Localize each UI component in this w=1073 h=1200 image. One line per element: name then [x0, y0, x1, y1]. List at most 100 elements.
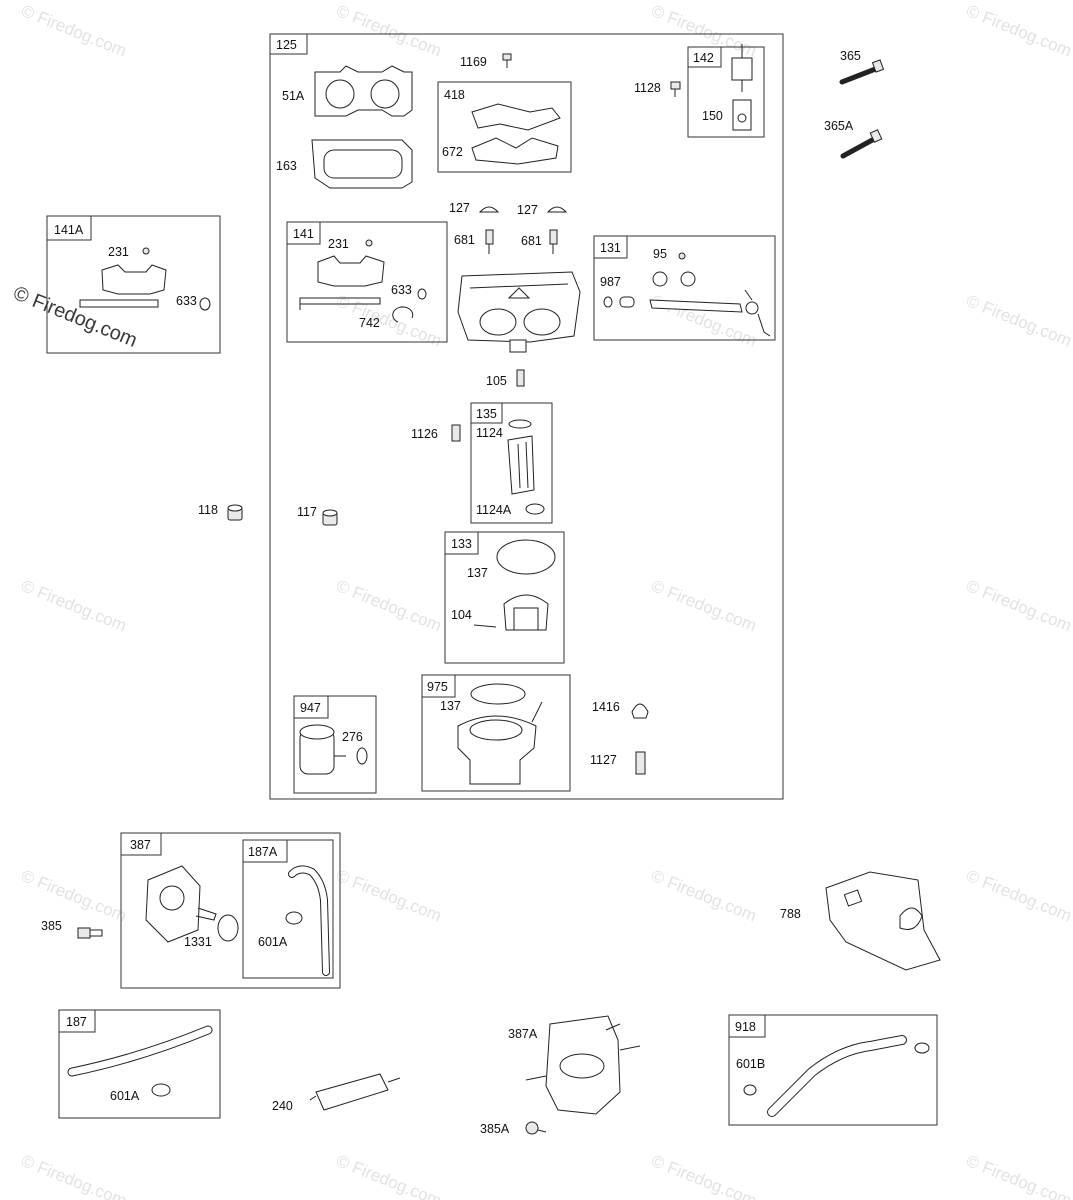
part-975-bowl[interactable] — [457, 701, 543, 785]
group-tag-187 — [58, 1009, 96, 1033]
part-1124-float[interactable] — [507, 419, 535, 495]
part-365A-bolt[interactable] — [840, 129, 883, 159]
part-276-washer[interactable] — [356, 747, 368, 765]
group-tag-135 — [470, 402, 503, 424]
part-label-163: 163 — [276, 159, 297, 173]
part-742-clip[interactable] — [392, 306, 414, 323]
part-681-jet-b[interactable] — [549, 229, 558, 254]
part-918-hose[interactable] — [767, 1035, 907, 1117]
part-104-pin[interactable] — [473, 624, 497, 628]
part-label-601A-a: 601A — [258, 935, 288, 949]
part-label-672: 672 — [442, 145, 463, 159]
group-label-141: 141 — [293, 227, 314, 241]
part-387A-fuel-pump[interactable] — [525, 1015, 641, 1115]
part-118-nut[interactable] — [227, 504, 243, 521]
part-1126-screw[interactable] — [451, 424, 461, 442]
group-tag-125 — [269, 33, 308, 55]
group-box-141 — [286, 221, 448, 343]
part-carburetor-body[interactable] — [457, 271, 581, 353]
part-1169-screw[interactable] — [502, 53, 512, 68]
group-label-141A: 141A — [54, 223, 84, 237]
part-label-51A: 51A — [282, 89, 305, 103]
part-231-screw-b[interactable] — [365, 239, 373, 247]
part-141A-linkage[interactable] — [79, 264, 167, 308]
group-box-947 — [293, 695, 377, 794]
part-1127-screw[interactable] — [635, 751, 646, 775]
watermark: © Firedog.com — [649, 576, 760, 635]
part-51A-gasket[interactable] — [314, 65, 413, 117]
part-601B-clamp[interactable] — [743, 1084, 757, 1096]
watermark: © Firedog.com — [334, 866, 445, 925]
watermark: © Firedog.com — [19, 1151, 130, 1200]
group-label-133: 133 — [451, 537, 472, 551]
part-418-plate[interactable] — [471, 103, 561, 131]
part-1128-screw[interactable] — [670, 81, 681, 97]
part-label-127-b: 127 — [517, 203, 538, 217]
part-918-clamp[interactable] — [914, 1042, 930, 1054]
part-label-633-b: 633 — [391, 283, 412, 297]
watermark: © Firedog.com — [334, 1, 445, 60]
part-label-231-a: 231 — [108, 245, 129, 259]
part-label-365A: 365A — [824, 119, 854, 133]
part-947-solenoid[interactable] — [299, 724, 346, 775]
part-label-95: 95 — [653, 247, 667, 261]
part-127-plug-b[interactable] — [546, 206, 568, 213]
part-141-linkage[interactable] — [299, 255, 385, 310]
part-131-diaphragms[interactable] — [652, 271, 696, 287]
part-1124A-washer[interactable] — [525, 503, 545, 515]
group-box-975 — [421, 674, 571, 792]
part-387-fuel-pump[interactable] — [145, 865, 217, 943]
part-633-spring-b[interactable] — [417, 288, 427, 300]
group-box-187A — [242, 839, 334, 979]
watermark: © Firedog.com — [649, 866, 760, 925]
part-label-788: 788 — [780, 907, 801, 921]
group-label-142: 142 — [693, 51, 714, 65]
watermark: © Firedog.com — [649, 1151, 760, 1200]
part-231-screw-a[interactable] — [142, 247, 150, 255]
part-133-float-bowl[interactable] — [503, 594, 549, 631]
group-tag-975 — [421, 674, 456, 698]
part-label-681-a: 681 — [454, 233, 475, 247]
part-137-ring-b[interactable] — [470, 683, 526, 705]
part-240-fuel-filter[interactable] — [309, 1073, 401, 1111]
part-681-jet-a[interactable] — [485, 229, 494, 254]
group-label-918: 918 — [735, 1020, 756, 1034]
part-601A-clamp-b[interactable] — [151, 1083, 171, 1097]
group-label-947: 947 — [300, 701, 321, 715]
part-385-fitting[interactable] — [77, 927, 103, 939]
part-142-bracket[interactable] — [731, 44, 753, 92]
group-box-918 — [728, 1014, 938, 1126]
part-987-fitting[interactable] — [603, 296, 635, 308]
part-label-1126: 1126 — [411, 427, 438, 441]
group-label-135: 135 — [476, 407, 497, 421]
watermark: © Firedog.com — [19, 1, 130, 60]
part-label-385: 385 — [41, 919, 62, 933]
group-tag-187A — [242, 839, 288, 863]
watermark: © Firedog.com — [964, 866, 1073, 925]
part-163-gasket[interactable] — [311, 139, 413, 189]
part-633-spring-a[interactable] — [199, 297, 211, 311]
part-117-nut[interactable] — [322, 509, 338, 526]
group-label-125: 125 — [276, 38, 297, 52]
part-137-ring-a[interactable] — [496, 539, 556, 575]
part-127-plug-a[interactable] — [478, 206, 500, 213]
part-label-601B: 601B — [736, 1057, 765, 1071]
part-label-1124A: 1124A — [476, 503, 512, 517]
part-1331-o-ring[interactable] — [217, 914, 239, 942]
part-601A-clamp-a[interactable] — [285, 911, 303, 925]
part-105-jet[interactable] — [516, 369, 525, 387]
group-tag-131 — [593, 235, 628, 259]
part-385A-screw[interactable] — [525, 1121, 547, 1135]
part-187-hose[interactable] — [67, 1025, 213, 1077]
part-1416-cap[interactable] — [631, 703, 649, 719]
part-365-bolt[interactable] — [839, 59, 885, 85]
part-95-screw[interactable] — [678, 252, 686, 260]
part-label-105: 105 — [486, 374, 507, 388]
part-672-gasket[interactable] — [471, 137, 559, 165]
group-label-387: 387 — [130, 838, 151, 852]
part-150-plate[interactable] — [732, 99, 752, 131]
group-box-187 — [58, 1009, 221, 1119]
part-187A-hose[interactable] — [288, 865, 330, 976]
part-131-sensor[interactable] — [649, 289, 771, 337]
part-788-bracket[interactable] — [825, 871, 941, 971]
